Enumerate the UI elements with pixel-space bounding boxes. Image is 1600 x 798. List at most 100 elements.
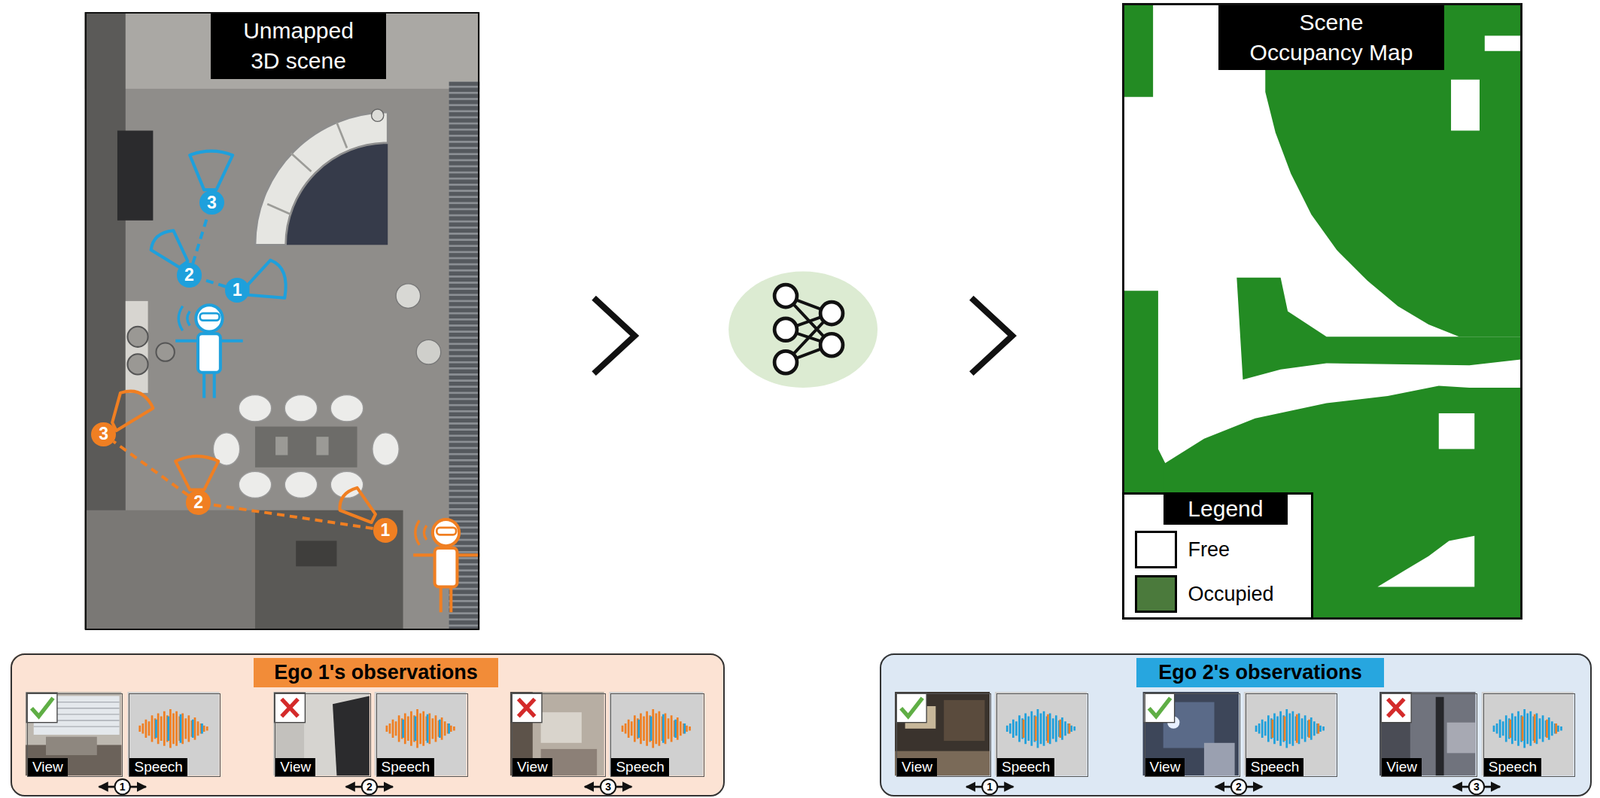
thumb-label: Speech: [997, 757, 1055, 777]
cabinet: [943, 699, 985, 741]
free-space: [1122, 3, 1523, 620]
thumb-label: View: [27, 757, 68, 777]
step-number: 2: [193, 493, 204, 512]
occupancy-grid: [1122, 3, 1523, 620]
person-figure: [413, 519, 480, 612]
table-object: [316, 436, 329, 455]
connectors: [113, 214, 374, 529]
legend-swatch: [1134, 530, 1178, 569]
scene-render: [85, 12, 481, 630]
sofa: [45, 736, 98, 755]
person-body: [197, 333, 221, 373]
window: [1447, 722, 1476, 754]
network-unit: [774, 350, 797, 374]
stool: [127, 353, 148, 375]
speech-thumbnail: Speech: [376, 693, 469, 777]
waypoint-marker: 3: [91, 422, 116, 448]
lamp: [371, 109, 384, 122]
step-number: 1: [979, 776, 1001, 797]
camera-frustum: [339, 487, 376, 523]
check-mark: [26, 692, 58, 722]
free-space: [1438, 413, 1475, 449]
chair: [238, 471, 271, 498]
chevron-arrow: [971, 298, 1013, 374]
sofa-cushion: [267, 122, 347, 215]
thumb-label: Speech: [1484, 757, 1542, 777]
dashed-trajectory: [210, 504, 374, 529]
waypoint-marker: 1: [373, 517, 399, 543]
free-space: [1484, 35, 1523, 51]
dashed-trajectory: [192, 214, 208, 264]
thumb-label: View: [512, 757, 553, 777]
side-table: [395, 283, 421, 309]
speech-thumbnail: Speech: [610, 693, 705, 777]
occupied-region: [1122, 3, 1153, 98]
chair: [284, 471, 317, 498]
speech-waves: [178, 306, 190, 332]
view-thumbnail: View: [1380, 693, 1477, 777]
step-number: 1: [232, 281, 243, 299]
waypoint-marker: 1: [225, 277, 250, 303]
pillar: [1435, 696, 1445, 776]
view-thumbnail: View: [1144, 693, 1241, 777]
furniture: [1204, 742, 1235, 776]
step-number: 3: [206, 194, 217, 212]
scene-panel: Unmapped 3D scene 1 2 3 1 2 3: [85, 12, 481, 630]
waveform: [1006, 708, 1074, 749]
wall: [85, 12, 481, 89]
step-number: 3: [1466, 776, 1487, 797]
panel-fill: [879, 653, 1592, 797]
speech-thumbnail: Speech: [996, 693, 1089, 777]
legend-text: Occupied: [1188, 574, 1275, 613]
speech-thumbnail: Speech: [1245, 693, 1338, 777]
camera-frustum: [151, 230, 189, 268]
network-background: [728, 271, 878, 389]
occupied-region: [1236, 277, 1523, 381]
step-arrows: [99, 778, 1501, 794]
step-number: 2: [1228, 776, 1249, 797]
sink: [295, 540, 337, 566]
check-mark: [1143, 692, 1175, 722]
waveform: [139, 708, 207, 749]
waveform: [622, 708, 690, 749]
panel-title: Unmapped 3D scene: [210, 13, 387, 79]
waypoint-marker: 3: [199, 190, 225, 216]
chair: [238, 395, 271, 422]
view-thumbnail: View: [27, 693, 123, 777]
person-head: [432, 519, 460, 546]
step-number: 1: [112, 776, 133, 797]
window: [541, 711, 582, 743]
thumb-label: View: [1145, 757, 1186, 777]
step-number: 1: [380, 521, 390, 539]
legend-heading: Legend: [1163, 492, 1288, 525]
panel-heading: Ego 1's observations: [253, 657, 499, 688]
chair: [372, 432, 399, 466]
free-space: [1450, 79, 1480, 131]
network-unit: [774, 284, 797, 308]
legend-entry: Occupied: [1124, 574, 1312, 615]
chair: [284, 395, 317, 422]
waveform: [386, 708, 454, 749]
person-leg: [202, 371, 206, 398]
cross-mark: [1380, 692, 1412, 722]
plant: [416, 339, 442, 365]
table-object: [275, 436, 288, 455]
chevron-arrow: [593, 298, 635, 374]
panel-fill: [10, 653, 725, 797]
observation-panel: Ego 2's observationsViewSpeechViewSpeech…: [879, 653, 1592, 797]
smart-glasses: [436, 527, 457, 535]
person-figure: [175, 304, 243, 398]
floor: [85, 510, 259, 630]
step-number: 2: [358, 776, 380, 797]
thumb-label: View: [275, 757, 316, 777]
thumb-label: Speech: [1246, 757, 1304, 777]
step-number: 2: [184, 266, 195, 284]
speech-thumbnail: Speech: [128, 693, 221, 777]
occupied-region: [1163, 385, 1523, 619]
person-leg: [449, 585, 453, 612]
panel-heading: Ego 2's observations: [1136, 657, 1385, 688]
person-leg: [212, 371, 216, 398]
smart-glasses: [200, 313, 220, 320]
thumb-label: View: [897, 757, 937, 777]
